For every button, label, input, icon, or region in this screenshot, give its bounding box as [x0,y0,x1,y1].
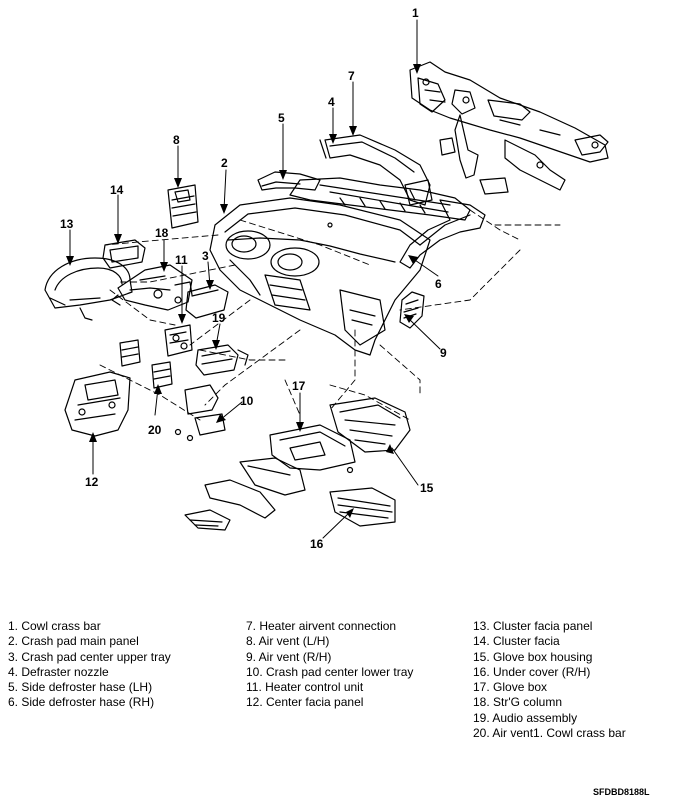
legend-item: 8. Air vent (L/H) [246,634,330,649]
air-vent-rh-part [399,291,425,329]
center-facia-panel-part [64,371,131,437]
crash-pad-center-lower-tray-part [174,384,226,442]
callout-7: 7 [348,69,355,83]
legend-item: 4. Defraster nozzle [8,664,109,679]
legend-item: 11. Heater control unit [246,680,364,695]
legend-column-2: 7. Heater airvent connection 8. Air vent… [246,619,413,711]
legend-item: 16. Under cover (R/H) [473,664,591,679]
glove-box-part [269,424,356,474]
legend-item: 10. Crash pad center lower tray [246,664,414,679]
legend-item: 13. Cluster facia panel [473,619,593,633]
cowl-cross-bar-part [409,61,609,195]
callout-20: 20 [148,423,162,437]
air-vent-lh-part [167,184,199,229]
legend-column-3: 13. Cluster facia panel 14. Cluster faci… [473,619,626,741]
legend-item: 15. Glove box housing [473,649,593,664]
callout-2: 2 [221,156,228,170]
figure-reference-code: SFDBD8188L [593,787,650,797]
callout-12: 12 [85,475,99,489]
defroster-nozzle-part [289,177,471,221]
callout-13: 13 [60,217,74,231]
callout-16: 16 [310,537,324,551]
legend-item: 2. Crash pad main panel [8,634,139,649]
steering-column-part [111,264,193,311]
callout-10: 10 [240,394,254,408]
legend-item: 1. Cowl crass bar [8,619,101,633]
legend-item: 17. Glove box [473,680,548,695]
legend-item: 3. Crash pad center upper tray [8,649,171,664]
legend-item: 20. Air vent1. Cowl crass bar [473,726,626,741]
glove-box-housing-part [329,397,411,453]
callout-6: 6 [435,277,442,291]
callout-9: 9 [440,346,447,360]
crash-pad-main-panel-part [209,197,431,356]
legend-item: 14. Cluster facia [473,634,560,649]
callout-1: 1 [412,6,419,20]
side-defroster-hose-lh-part [257,171,321,191]
callout-3: 3 [202,249,209,263]
callout-8: 8 [173,133,180,147]
under-cover-rh-part [329,487,396,527]
assembly-guide-lines [99,209,561,421]
air-vent-center-part [119,339,173,389]
legend-item: 5. Side defroster hase (LH) [8,680,153,695]
callout-18: 18 [155,226,169,240]
callout-15: 15 [420,481,434,495]
callout-5: 5 [278,111,285,125]
lower-trim-parts [184,457,306,531]
callout-17: 17 [292,379,306,393]
callout-14: 14 [110,183,124,197]
exploded-parts-diagram [44,19,609,539]
crash-pad-center-upper-tray-part [185,284,229,319]
heater-control-unit-part [164,324,193,357]
legend-item: 9. Air vent (R/H) [246,649,332,664]
audio-assembly-part [195,344,249,376]
legend-item: 19. Audio assembly [473,710,578,725]
legend-item: 6. Side defroster hase (RH) [8,695,155,710]
heater-airvent-connection-part [319,134,433,206]
legend-item: 12. Center facia panel [246,695,364,710]
legend-item: 7. Heater airvent connection [246,619,397,633]
callout-19: 19 [212,311,226,325]
callout-arrowheads [66,64,421,518]
callout-11: 11 [175,253,188,267]
legend-item: 18. Str'G column [473,695,562,710]
cluster-facia-part [102,239,146,269]
legend-column-1: 1. Cowl crass bar 2. Crash pad main pane… [8,619,171,711]
callout-4: 4 [328,95,335,109]
